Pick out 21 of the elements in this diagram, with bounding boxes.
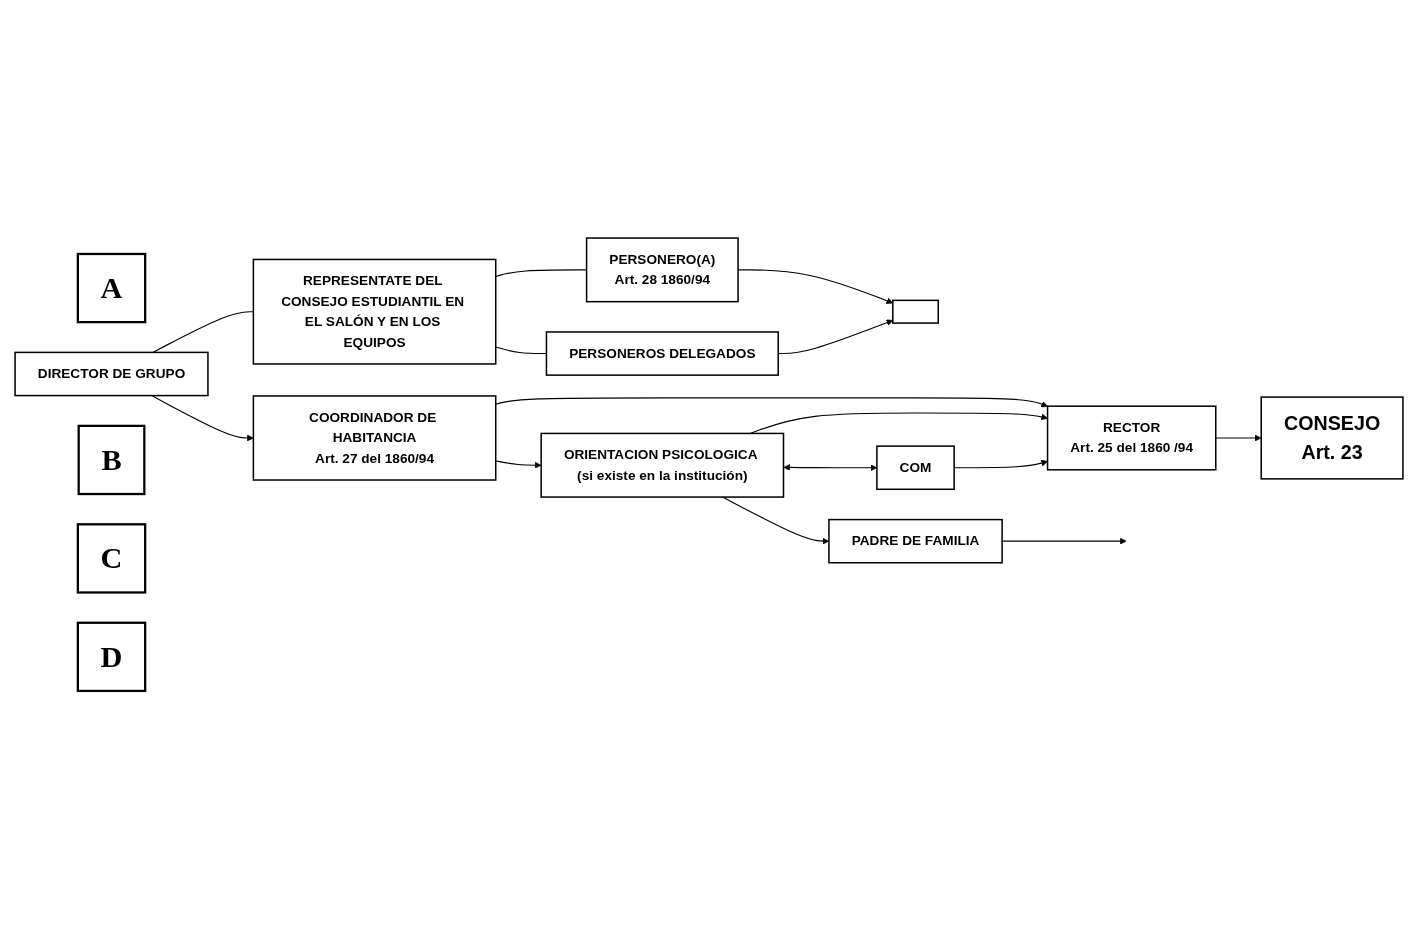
arrow: [953, 459, 1048, 468]
arrow: [777, 318, 893, 354]
node-box: COM: [875, 444, 955, 490]
node-box: PADRE DE FAMILIA: [827, 518, 1003, 563]
arrow: [737, 268, 893, 304]
node-box: RECTOR Art. 25 del 1860 /94: [1046, 404, 1216, 471]
node-box: ORIENTACION PSICOLOGICA (si existe en la institución): [539, 432, 784, 498]
node-box: PERSONERO(A) Art. 28 1860/94: [585, 236, 739, 302]
node-box: [891, 299, 939, 324]
node-box: B: [77, 424, 145, 495]
arrow: [721, 496, 829, 544]
node-box: DIRECTOR DE GRUPO: [13, 351, 209, 396]
node-box: D: [76, 621, 146, 692]
node-box: PERSONEROS DELEGADOS: [545, 330, 779, 376]
node-box: CONSEJO Art. 23: [1259, 395, 1404, 480]
arrow: [1001, 537, 1127, 544]
node-box: A: [76, 252, 146, 323]
node-box: COORDINADOR DE HABITANCIA Art. 27 del 1860/94: [252, 394, 496, 481]
node-box: REPRESENTATE DEL CONSEJO ESTUDIANTIL EN EL SALÓN Y EN LOS EQUIPOS: [252, 258, 496, 365]
node-box: C: [76, 522, 146, 594]
arrow: [783, 463, 877, 471]
